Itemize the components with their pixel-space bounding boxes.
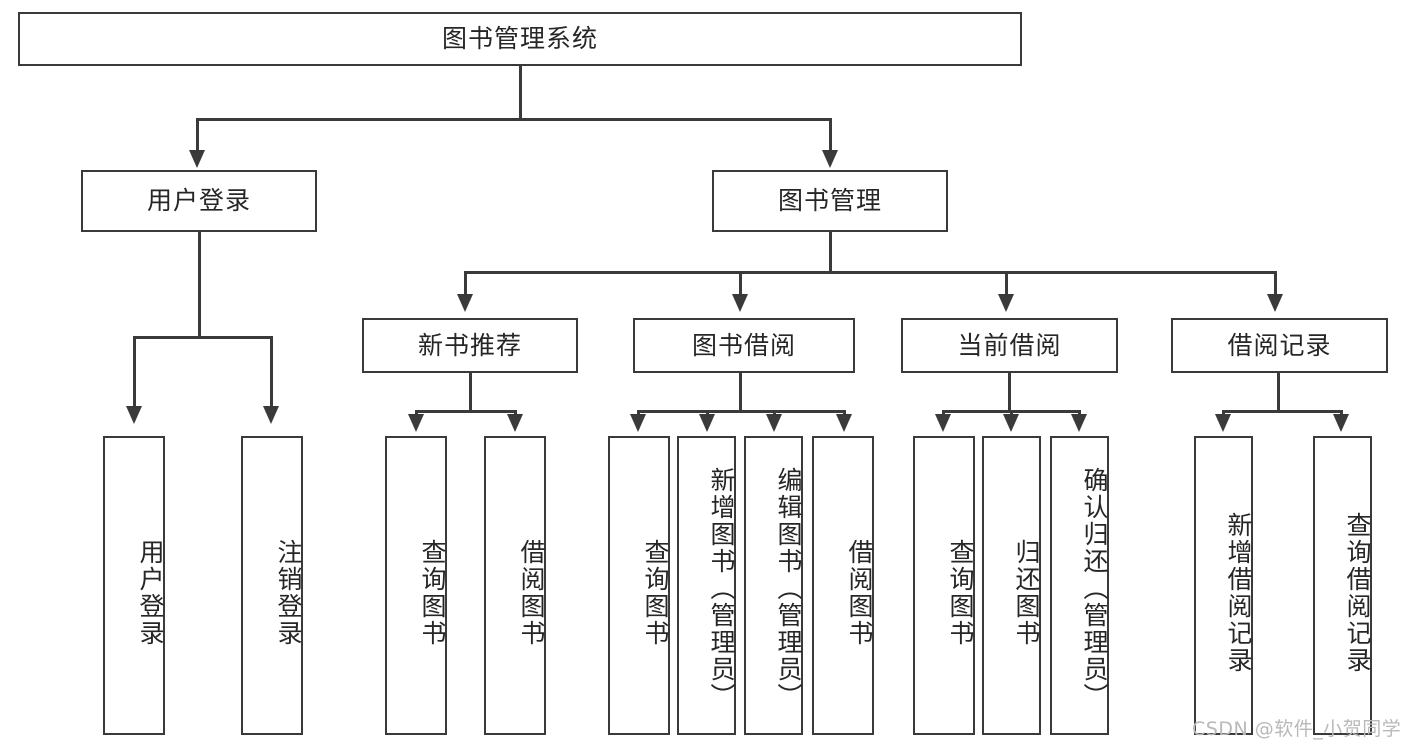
connector-user-login-bus [133, 336, 272, 339]
node-user-login[interactable]: 用户登录 [81, 170, 317, 232]
connector-new-book-rec-bus [415, 410, 517, 413]
arrowhead-leaf-add-book [699, 414, 715, 432]
connector-to-book-borrow [739, 271, 742, 298]
node-leaf-add-book[interactable]: 新增图书（管理员） [677, 436, 736, 735]
arrowhead-leaf-query-book-2 [630, 414, 646, 432]
node-leaf-edit-book[interactable]: 编辑图书（管理员） [744, 436, 803, 735]
node-leaf-query-book-current[interactable]: 查询图书 [913, 436, 975, 735]
node-book-management[interactable]: 图书管理 [712, 170, 948, 232]
node-label: 借阅记录 [1227, 330, 1332, 360]
connector-level2-bus [196, 118, 831, 121]
node-new-book-recommendation[interactable]: 新书推荐 [362, 318, 578, 373]
connector-book-manage-trunk [829, 232, 832, 271]
arrowhead-book-borrow [732, 294, 748, 312]
node-label: 借阅图书 [845, 538, 874, 647]
arrowhead-book-manage [822, 150, 838, 168]
connector-book-borrow-trunk [739, 373, 742, 410]
arrowhead-leaf-borrow-book-2 [836, 414, 852, 432]
connector-borrow-record-bus [1222, 410, 1342, 413]
connector-to-book-manage [829, 118, 832, 152]
node-label: 查询图书 [418, 538, 447, 647]
connector-to-current-borrow [1005, 271, 1008, 298]
node-leaf-borrow-book[interactable]: 借阅图书 [812, 436, 874, 735]
node-label: 用户登录 [136, 538, 165, 647]
arrowhead-leaf-user-login [126, 406, 142, 424]
arrowhead-borrow-record [1267, 294, 1283, 312]
node-current-borrowing[interactable]: 当前借阅 [901, 318, 1118, 373]
arrowhead-new-book-rec [457, 294, 473, 312]
node-label: 查询图书 [946, 538, 975, 647]
node-label: 借阅图书 [517, 538, 546, 647]
connector-to-leaf-logout [270, 336, 273, 408]
arrowhead-leaf-return-book [1003, 414, 1019, 432]
node-label: 查询图书 [641, 538, 670, 647]
node-label: 新增图书（管理员） [707, 467, 736, 710]
node-leaf-logout[interactable]: 注销登录 [241, 436, 303, 735]
arrowhead-leaf-add-record [1215, 414, 1231, 432]
node-leaf-query-book-borrow[interactable]: 查询图书 [608, 436, 670, 735]
node-label: 编辑图书（管理员） [774, 467, 803, 710]
arrowhead-leaf-confirm-return [1071, 414, 1087, 432]
node-label: 归还图书 [1012, 538, 1041, 647]
node-root-book-management-system[interactable]: 图书管理系统 [18, 12, 1022, 66]
node-leaf-confirm-return[interactable]: 确认归还（管理员） [1050, 436, 1109, 735]
node-book-borrowing[interactable]: 图书借阅 [633, 318, 855, 373]
arrowhead-leaf-edit-book [766, 414, 782, 432]
connector-to-leaf-user-login [133, 336, 136, 408]
node-leaf-query-book-rec[interactable]: 查询图书 [385, 436, 447, 735]
node-leaf-add-borrow-record[interactable]: 新增借阅记录 [1194, 436, 1253, 735]
arrowhead-leaf-borrow-book-1 [507, 414, 523, 432]
connector-current-borrow-trunk [1008, 373, 1011, 410]
node-label: 注销登录 [274, 538, 303, 647]
node-label: 用户登录 [146, 186, 251, 216]
connector-user-login-trunk [198, 232, 201, 336]
node-label: 图书管理 [777, 186, 882, 216]
node-label: 确认归还（管理员） [1080, 467, 1109, 710]
arrowhead-leaf-logout [263, 406, 279, 424]
connector-root-trunk [519, 66, 522, 118]
arrowhead-leaf-query-book-3 [935, 414, 951, 432]
arrowhead-leaf-query-book-1 [408, 414, 424, 432]
connector-to-new-book-rec [464, 271, 467, 298]
arrowhead-current-borrow [998, 294, 1014, 312]
node-leaf-user-login[interactable]: 用户登录 [103, 436, 165, 735]
connector-level3-bus [464, 271, 1276, 274]
connector-new-book-rec-trunk [469, 373, 472, 410]
node-leaf-return-book[interactable]: 归还图书 [982, 436, 1041, 735]
arrowhead-leaf-query-record [1333, 414, 1349, 432]
node-borrowing-record[interactable]: 借阅记录 [1171, 318, 1388, 373]
arrowhead-user-login [189, 150, 205, 168]
connector-to-borrow-record [1274, 271, 1277, 298]
connector-borrow-record-trunk [1277, 373, 1280, 410]
node-label: 新书推荐 [417, 330, 522, 360]
node-leaf-borrow-book-rec[interactable]: 借阅图书 [484, 436, 546, 735]
node-label: 当前借阅 [957, 330, 1062, 360]
connector-book-borrow-bus [637, 410, 845, 413]
csdn-watermark: CSDN @软件_小贺同学 [1192, 718, 1402, 740]
node-label: 图书管理系统 [441, 24, 598, 54]
node-label: 查询借阅记录 [1343, 511, 1372, 674]
node-label: 新增借阅记录 [1224, 511, 1253, 674]
node-leaf-query-borrow-record[interactable]: 查询借阅记录 [1313, 436, 1372, 735]
connector-to-user-login [196, 118, 199, 152]
node-label: 图书借阅 [691, 330, 796, 360]
